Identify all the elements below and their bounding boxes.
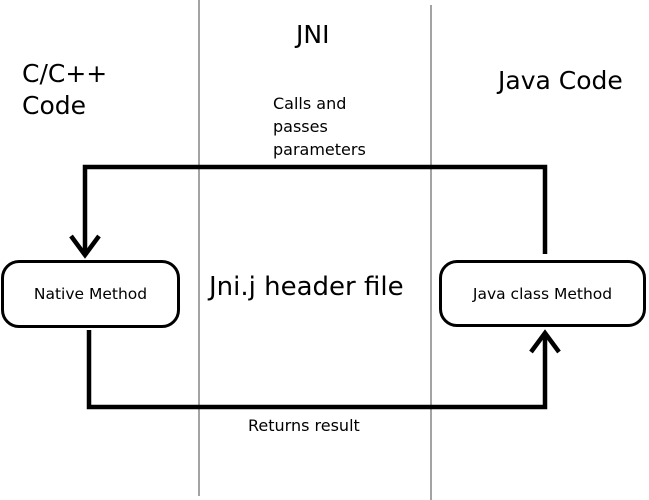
cpp-code-heading: C/C++ Code bbox=[22, 59, 108, 120]
call-arrow-line bbox=[82, 164, 548, 254]
java-code-heading: Java Code bbox=[498, 66, 623, 95]
native-method-label: Native Method bbox=[33, 285, 148, 303]
return-arrowhead-icon bbox=[529, 329, 561, 354]
call-arrowhead-icon bbox=[69, 234, 101, 259]
native-method-box: Native Method bbox=[1, 260, 180, 328]
header-file-label: Jni.j header file bbox=[209, 272, 404, 302]
calls-label: Calls and passes parameters bbox=[273, 94, 366, 159]
java-class-method-label: Java class Method bbox=[472, 284, 613, 303]
returns-label: Returns result bbox=[248, 416, 360, 435]
return-arrow-line bbox=[86, 330, 548, 410]
jni-heading: JNI bbox=[296, 20, 330, 49]
java-class-method-box: Java class Method bbox=[439, 260, 646, 327]
